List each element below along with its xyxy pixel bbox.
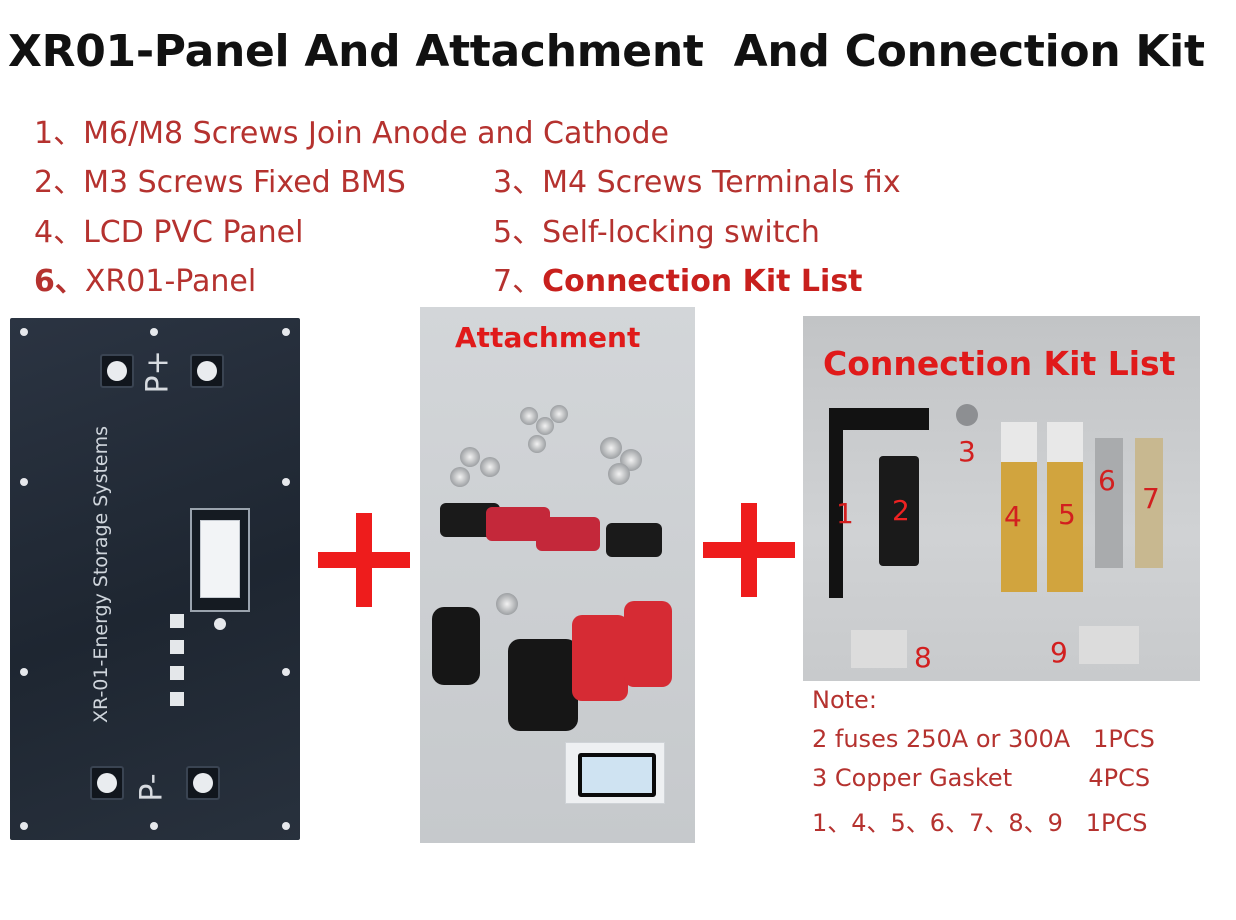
list-item-number: 7、	[493, 264, 543, 299]
note-line-1: 2 fuses 250A or 300A 1PCS	[812, 725, 1155, 753]
mount-hole	[20, 328, 28, 336]
port-cutout	[170, 666, 184, 680]
copper-gasket-3	[956, 404, 978, 426]
mount-hole	[282, 328, 290, 336]
bolt-9	[1079, 626, 1139, 664]
lcd-window	[200, 520, 240, 598]
mount-hole	[150, 328, 158, 336]
list-item-2: 2、M3 Screws Fixed BMS	[34, 157, 406, 201]
terminal-cap-black	[508, 639, 578, 731]
p-plus-label: P+	[140, 350, 176, 394]
list-item-text: LCD PVC Panel	[83, 215, 304, 250]
terminal-cap-red	[624, 601, 672, 687]
kit-number-1: 1	[836, 497, 854, 530]
list-item-number: 6、	[34, 264, 85, 299]
screw	[608, 463, 630, 485]
list-item-number: 1、	[34, 116, 84, 151]
screw	[520, 407, 538, 425]
plus-icon-vertical	[356, 513, 372, 607]
p-minus-label: P-	[134, 773, 170, 802]
list-item-text: Self-locking switch	[542, 215, 820, 250]
screw	[550, 405, 568, 423]
list-item-3: 3、M4 Screws Terminals fix	[493, 157, 901, 201]
terminal-hole-p-plus-right	[190, 354, 224, 388]
screw	[536, 417, 554, 435]
busbar-5	[1047, 462, 1083, 592]
kit-number-3: 3	[958, 435, 976, 468]
list-item-6: 6、XR01-Panel	[34, 256, 256, 300]
port-cutout	[170, 640, 184, 654]
connection-kit-label: Connection Kit List	[823, 344, 1176, 383]
terminal-hole-p-plus-left	[100, 354, 134, 388]
note-line-3: 1、4、5、6、7、8、9 1PCS	[812, 809, 1148, 837]
screw	[460, 447, 480, 467]
list-item-number: 3、	[493, 165, 543, 200]
lcd-cutout	[190, 508, 250, 612]
port-cutout	[170, 692, 184, 706]
kit-number-5: 5	[1058, 498, 1076, 531]
mount-hole	[20, 822, 28, 830]
screw	[600, 437, 622, 459]
kit-number-4: 4	[1004, 500, 1022, 533]
note-heading: Note:	[812, 686, 877, 714]
terminal-cap-black	[432, 607, 480, 685]
terminal-red	[536, 517, 600, 551]
list-item-text: XR01-Panel	[84, 264, 257, 299]
list-item-number: 2、	[34, 165, 84, 200]
list-item-4: 4、LCD PVC Panel	[34, 207, 303, 251]
busbar-7	[1135, 438, 1163, 568]
list-item-5: 5、Self-locking switch	[493, 207, 820, 251]
kit-number-2: 2	[892, 494, 910, 527]
lcd-pvc-panel-image	[565, 742, 665, 804]
switch-hole	[214, 618, 226, 630]
bolt-8	[851, 630, 907, 668]
list-item-number: 4、	[34, 215, 84, 250]
port-cutout	[170, 614, 184, 628]
panel-brand-text: XR-01-Energy Storage Systems	[90, 425, 112, 723]
screw	[480, 457, 500, 477]
list-item-number: 5、	[493, 215, 543, 250]
busbar-1-arm	[829, 408, 929, 430]
self-locking-switch	[496, 593, 518, 615]
mount-hole	[20, 478, 28, 486]
connection-kit-image	[803, 316, 1200, 681]
fuse-2	[879, 456, 919, 566]
list-item-text: M4 Screws Terminals fix	[542, 165, 901, 200]
list-item-text: Connection Kit List	[542, 264, 863, 299]
list-item-text: M3 Screws Fixed BMS	[83, 165, 406, 200]
mount-hole	[282, 822, 290, 830]
mount-hole	[20, 668, 28, 676]
kit-number-6: 6	[1098, 464, 1116, 497]
list-item-1: 1、M6/M8 Screws Join Anode and Cathode	[34, 108, 669, 152]
busbar-5-top	[1047, 422, 1083, 462]
mount-hole	[282, 478, 290, 486]
terminal-hole-p-minus-left	[90, 766, 124, 800]
kit-number-9: 9	[1050, 636, 1068, 669]
plus-icon-vertical	[741, 503, 757, 597]
screw	[450, 467, 470, 487]
kit-number-7: 7	[1142, 482, 1160, 515]
busbar-6	[1095, 438, 1123, 568]
note-line-2: 3 Copper Gasket 4PCS	[812, 764, 1151, 792]
terminal-cap-red	[572, 615, 628, 701]
xr01-panel-image: P+ P- XR-01-Energy Storage Systems	[10, 318, 300, 840]
page-title: XR01-Panel And Attachment And Connection…	[8, 26, 1205, 77]
busbar-1	[829, 408, 843, 598]
attachment-label: Attachment	[455, 321, 641, 354]
terminal-black	[606, 523, 662, 557]
list-item-text: M6/M8 Screws Join Anode and Cathode	[83, 116, 670, 151]
kit-number-8: 8	[914, 641, 932, 674]
screw	[528, 435, 546, 453]
mount-hole	[150, 822, 158, 830]
terminal-hole-p-minus-right	[186, 766, 220, 800]
busbar-4	[1001, 462, 1037, 592]
busbar-4-top	[1001, 422, 1037, 462]
mount-hole	[282, 668, 290, 676]
list-item-7: 7、Connection Kit List	[493, 256, 863, 300]
